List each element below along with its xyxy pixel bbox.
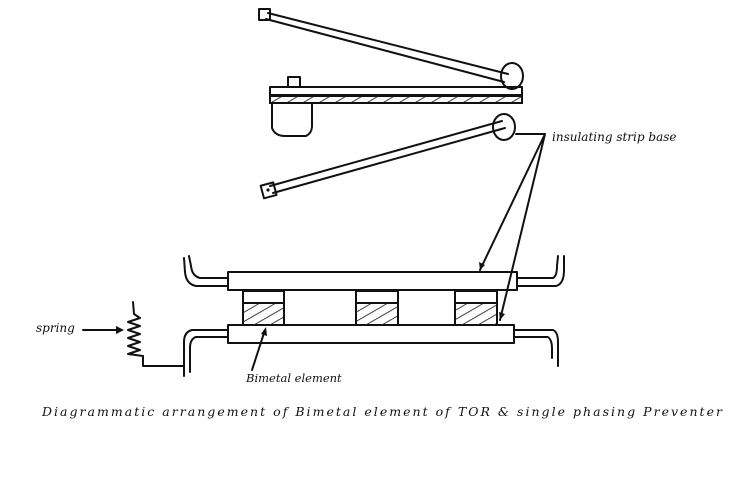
insulating-plate — [269, 76, 523, 137]
bimetal-arrow — [251, 327, 267, 371]
upper-lever — [258, 8, 524, 90]
insulating-strip-label: insulating strip base — [552, 130, 676, 144]
spring-label: spring — [36, 321, 75, 335]
caption: Diagrammatic arrangement of Bimetal elem… — [41, 404, 723, 419]
terminals — [183, 255, 565, 377]
spring — [127, 301, 185, 367]
bimetal-assembly — [127, 255, 565, 377]
top-bar — [227, 271, 518, 291]
bimetal-blocks — [242, 290, 498, 326]
insulating-leaders — [479, 133, 546, 321]
bimetal-label: Bimetal element — [245, 371, 342, 385]
lower-lever — [259, 113, 516, 200]
bottom-bar — [227, 324, 515, 344]
spring-arrow — [82, 326, 124, 334]
lever-mechanism — [258, 8, 524, 200]
